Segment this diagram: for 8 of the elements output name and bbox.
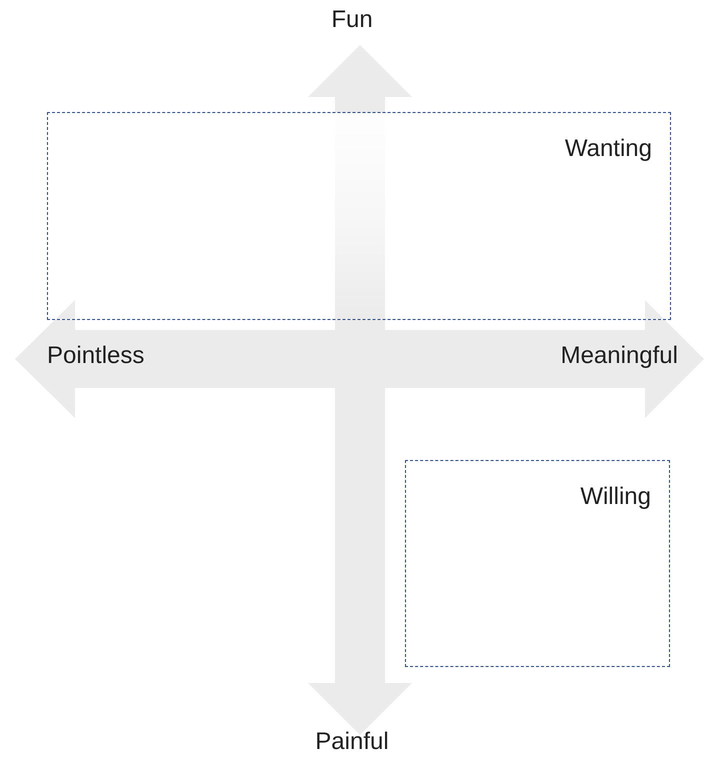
dashed-region-box (405, 460, 670, 667)
region-label: Wanting (564, 137, 652, 161)
dashed-region-box (47, 112, 671, 320)
axis-label: Fun (330, 8, 374, 32)
axis-label: Pointless (47, 344, 144, 368)
axis-label: Meaningful (560, 344, 678, 368)
region-label: Willing (580, 485, 651, 509)
axis-label: Painful (314, 730, 390, 754)
